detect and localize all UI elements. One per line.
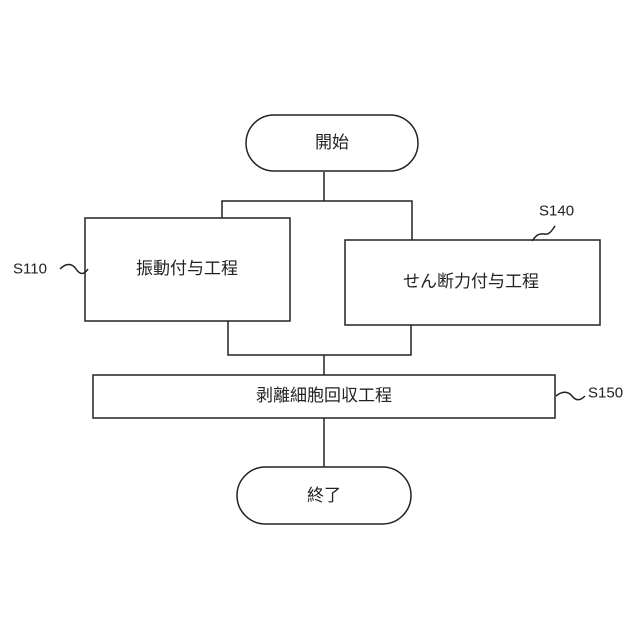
collection-step-ref-label: S150 xyxy=(588,385,623,402)
vibration-step-label: 振動付与工程 xyxy=(136,259,238,279)
shear-step-ref: S140 xyxy=(532,203,574,242)
vibration-step-ref-label: S110 xyxy=(13,261,47,278)
leader-line-s150 xyxy=(556,392,585,400)
collection-step: 剥離細胞回収工程 xyxy=(93,375,555,418)
end-label: 終了 xyxy=(307,486,341,506)
start-terminal: 開始 xyxy=(246,115,418,171)
collection-step-ref: S150 xyxy=(556,385,623,402)
shear-step-label: せん断力付与工程 xyxy=(403,272,539,292)
shear-step: せん断力付与工程 xyxy=(345,240,600,325)
start-label: 開始 xyxy=(315,133,349,153)
leader-line-s110 xyxy=(60,265,88,274)
end-terminal: 終了 xyxy=(237,467,411,524)
vibration-step-ref: S110 xyxy=(13,261,88,278)
shear-step-ref-label: S140 xyxy=(539,203,574,220)
leader-line-s140 xyxy=(532,226,555,241)
collection-step-label: 剥離細胞回収工程 xyxy=(256,386,392,406)
vibration-step: 振動付与工程 xyxy=(85,218,290,321)
